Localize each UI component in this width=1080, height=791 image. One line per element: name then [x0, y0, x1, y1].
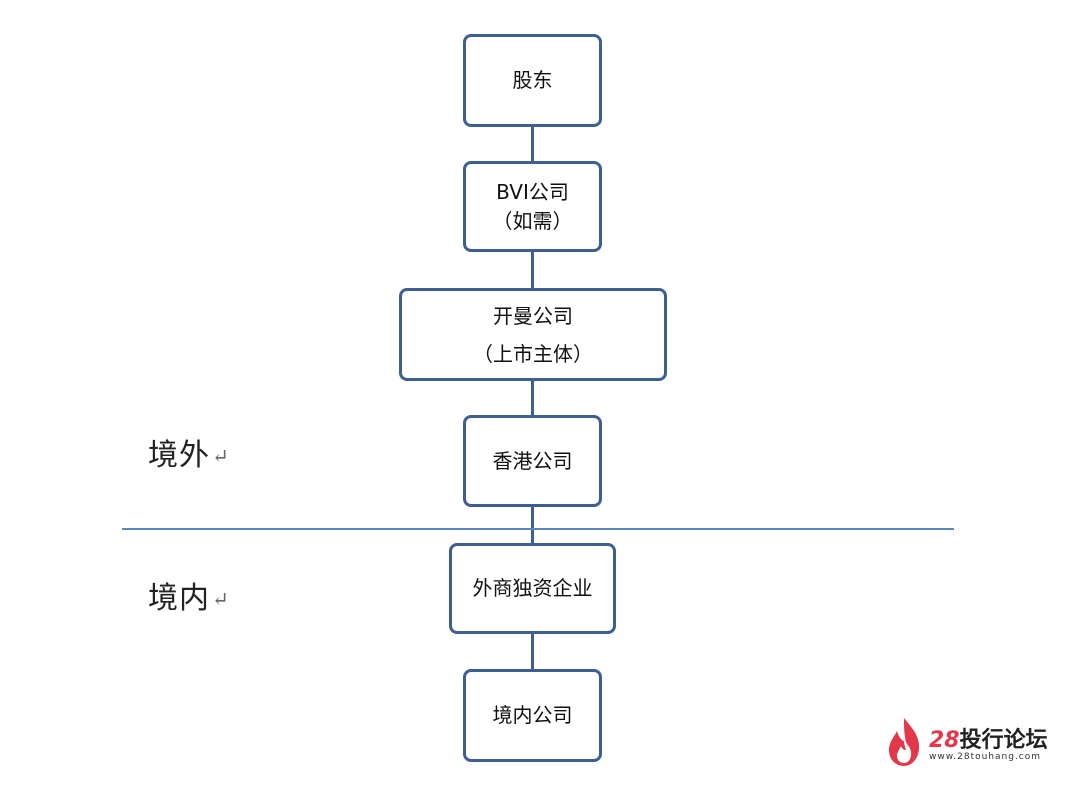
- return-mark-icon: ↵: [212, 587, 230, 611]
- connector-cayman-hongkong: [531, 379, 534, 417]
- watermark-url: www.28touhang.com: [929, 752, 1042, 762]
- connector-hongkong-wfoe: [531, 505, 534, 545]
- watermark-number: 28: [929, 728, 960, 753]
- node-bvi-company: BVI公司 （如需）: [463, 161, 602, 252]
- node-bvi-note: （如需）: [492, 208, 573, 233]
- offshore-onshore-divider: [122, 528, 954, 530]
- node-wfoe: 外商独资企业: [449, 543, 616, 634]
- flame-logo-icon: [889, 718, 920, 766]
- region-label-offshore: 境外↵: [148, 430, 230, 474]
- node-bvi-label: BVI公司: [496, 179, 569, 204]
- region-offshore-text: 境外: [148, 438, 210, 473]
- connector-shareholders-bvi: [531, 125, 534, 163]
- node-cayman-company: 开曼公司 （上市主体）: [399, 288, 667, 381]
- return-mark-icon: ↵: [212, 444, 230, 468]
- watermark-name: 投行论坛: [959, 728, 1048, 753]
- node-shareholders: 股东: [463, 34, 602, 127]
- node-cayman-note: （上市主体）: [473, 341, 593, 366]
- connector-wfoe-domestic: [531, 632, 534, 671]
- node-hongkong-label: 香港公司: [492, 448, 573, 473]
- node-shareholders-label: 股东: [512, 68, 553, 92]
- node-cayman-label: 开曼公司: [493, 303, 573, 328]
- watermark-brand: 28投行论坛: [929, 722, 1048, 754]
- node-domestic-label: 境内公司: [492, 703, 573, 727]
- region-label-onshore: 境内↵: [148, 573, 230, 617]
- node-domestic-company: 境内公司: [463, 669, 602, 762]
- watermark: 28投行论坛 www.28touhang.com: [885, 716, 1060, 768]
- node-wfoe-label: 外商独资企业: [472, 576, 593, 600]
- region-onshore-text: 境内: [148, 581, 210, 616]
- connector-bvi-cayman: [531, 250, 534, 290]
- node-hongkong-company: 香港公司: [463, 415, 602, 507]
